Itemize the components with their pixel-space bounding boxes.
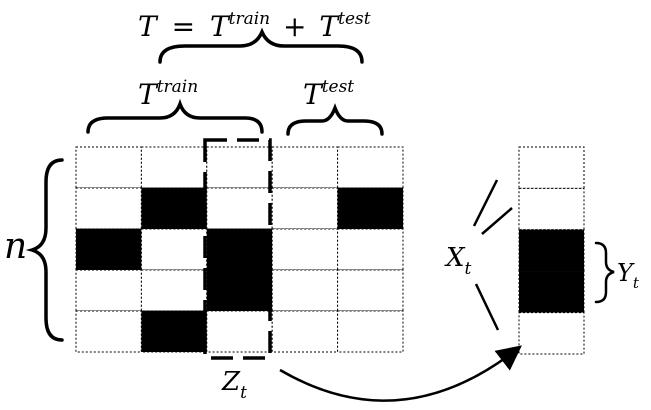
matrix-cell <box>206 269 273 312</box>
matrix-cell <box>140 228 208 271</box>
xt-line-lower <box>474 283 500 331</box>
matrix-cell <box>140 146 208 189</box>
n-brace <box>25 158 64 342</box>
column-vector <box>518 146 585 355</box>
matrix-cell <box>337 269 404 312</box>
vector-cell <box>518 229 585 272</box>
vector-cell <box>518 187 585 231</box>
xt-line-upper-2 <box>481 207 513 235</box>
mapping-arrow <box>279 345 522 402</box>
matrix-cell <box>271 310 339 353</box>
test-label: Ttest <box>303 77 354 111</box>
matrix-cell <box>271 269 339 312</box>
yt-label: Yt <box>617 259 640 292</box>
test-brace <box>286 103 384 136</box>
vector-cell <box>518 312 585 355</box>
matrix-cell <box>337 310 404 353</box>
matrix-cell <box>337 146 404 189</box>
matrix-cell <box>271 228 339 271</box>
matrix-cell <box>75 187 142 230</box>
matrix-cell <box>75 269 142 312</box>
matrix-cell <box>206 310 273 353</box>
matrix-cell <box>75 146 142 189</box>
zt-column-highlight <box>203 138 272 360</box>
train-label: Ttrain <box>138 77 198 111</box>
data-matrix <box>75 146 404 353</box>
matrix-cell <box>206 228 273 271</box>
train-brace <box>86 98 264 134</box>
matrix-cell <box>140 187 208 230</box>
matrix-cell <box>337 228 404 271</box>
matrix-cell <box>337 187 404 230</box>
matrix-cell <box>206 146 273 189</box>
formula-total: T = Ttrain + Ttest <box>138 0 371 43</box>
matrix-cell <box>271 187 339 230</box>
matrix-cell <box>140 269 208 312</box>
total-brace <box>158 27 364 64</box>
yt-brace <box>594 241 615 304</box>
vector-cell <box>518 270 585 314</box>
zt-label: Zt <box>221 367 247 403</box>
rows-label: n <box>4 226 27 267</box>
matrix-cell <box>75 228 142 271</box>
matrix-cell <box>75 310 142 353</box>
matrix-cell <box>206 187 273 230</box>
matrix-cell <box>140 310 208 353</box>
xt-line-upper-1 <box>472 179 499 227</box>
matrix-cell <box>271 146 339 189</box>
vector-cell <box>518 146 585 189</box>
xt-label: Xt <box>444 243 472 279</box>
